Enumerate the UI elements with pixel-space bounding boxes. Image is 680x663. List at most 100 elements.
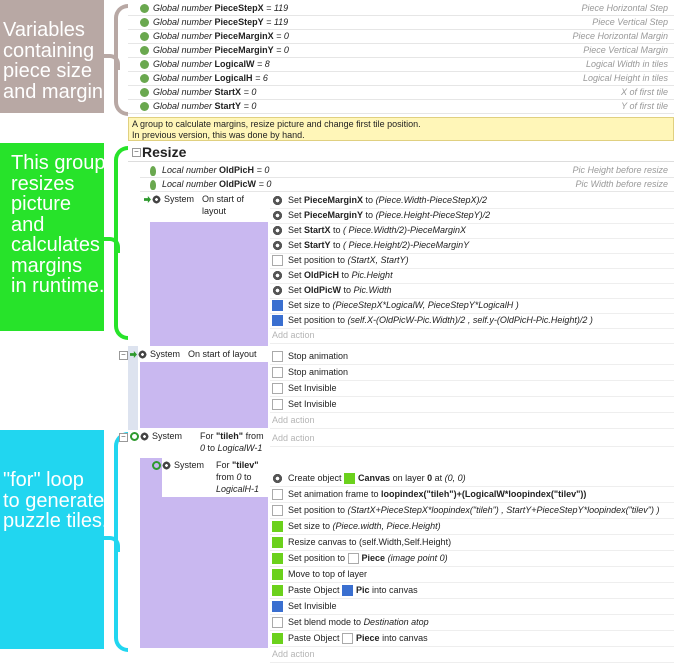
system-gear-icon bbox=[162, 461, 171, 470]
action-row[interactable]: Set size to (PieceStepX*LogicalW, PieceS… bbox=[270, 298, 674, 314]
annotation-line: Variables bbox=[3, 19, 85, 41]
add-action-link[interactable]: Add action bbox=[270, 412, 674, 429]
action-row[interactable]: Set PieceMarginX to (Piece.Width-PieceSt… bbox=[270, 193, 674, 209]
action-row[interactable]: Paste Object Pic into canvas bbox=[270, 582, 674, 599]
variable-declaration: Global number PieceStepY = 119 bbox=[153, 17, 289, 27]
action-text: Paste Object Piece into canvas bbox=[288, 633, 428, 645]
action-row[interactable]: Set Invisible bbox=[270, 598, 674, 615]
action-row[interactable]: Stop animation bbox=[270, 364, 674, 381]
system-gear-icon bbox=[272, 240, 283, 251]
global-variable-icon bbox=[140, 60, 149, 69]
action-row[interactable]: Set position to (StartX, StartY) bbox=[270, 253, 674, 269]
system-gear-icon bbox=[272, 472, 283, 484]
event1-condition[interactable]: System On start of layout bbox=[142, 193, 268, 221]
action-text: Set position to (StartX+PieceStepX*loopi… bbox=[288, 505, 660, 515]
action-text: Create object Canvas on layer 0 at (0, 0… bbox=[288, 473, 466, 485]
group-header-resize[interactable]: – Resize bbox=[128, 143, 674, 162]
action-row[interactable]: Set OldPicH to Pic.Height bbox=[270, 268, 674, 284]
action-row[interactable]: Paste Object Piece into canvas bbox=[270, 630, 674, 647]
variable-comment: Pic Height before resize bbox=[572, 165, 668, 175]
action-row[interactable]: Set animation frame to loopindex("tileh"… bbox=[270, 486, 674, 503]
event3-condition-column bbox=[140, 458, 162, 648]
subevent-icon bbox=[130, 432, 139, 441]
action-row[interactable]: Set Invisible bbox=[270, 380, 674, 397]
variable-declaration: Local number OldPicW = 0 bbox=[162, 179, 272, 189]
action-row[interactable]: Set blend mode to Destination atop bbox=[270, 614, 674, 631]
trigger-arrow-icon bbox=[130, 351, 137, 358]
variable-declaration: Local number OldPicH = 0 bbox=[162, 165, 270, 175]
variable-comment: Pic Width before resize bbox=[575, 179, 668, 189]
action-row[interactable]: Set position to (StartX+PieceStepX*loopi… bbox=[270, 502, 674, 519]
action-text: Stop animation bbox=[288, 351, 349, 361]
action-row[interactable]: Set position to (self.X-(OldPicW-Pic.Wid… bbox=[270, 313, 674, 329]
subevent-icon bbox=[152, 461, 161, 470]
event2-condition[interactable]: – System On start of layout bbox=[118, 348, 268, 362]
comment-line: In previous version, this was done by ha… bbox=[132, 130, 305, 140]
system-gear-icon bbox=[138, 350, 147, 359]
annotation-line: resizes bbox=[11, 172, 75, 195]
action-row[interactable]: Resize canvas to (self.Width,Self.Height… bbox=[270, 534, 674, 551]
action-row[interactable]: Move to top of layer bbox=[270, 566, 674, 583]
add-action-link[interactable]: Add action bbox=[270, 430, 674, 447]
global-variable-icon bbox=[140, 74, 149, 83]
action-text: Paste Object Pic into canvas bbox=[288, 585, 418, 597]
condition-object: System bbox=[174, 460, 205, 470]
event4-condition[interactable]: System For "tilev" from 0 to LogicalH-1 bbox=[150, 459, 268, 497]
annotation-line: calculates bbox=[11, 234, 100, 256]
collapse-toggle[interactable]: – bbox=[119, 433, 128, 442]
action-row[interactable]: Set size to (Piece.width, Piece.Height) bbox=[270, 518, 674, 535]
add-action-link[interactable]: Add action bbox=[270, 328, 674, 344]
annotation-loop: "for" loop to generate puzzle tiles. bbox=[0, 430, 108, 649]
event2-condition-column bbox=[140, 362, 268, 428]
collapse-toggle[interactable]: – bbox=[132, 148, 141, 157]
action-text: Set position to (StartX, StartY) bbox=[288, 255, 409, 265]
canvas-object-icon bbox=[272, 632, 283, 644]
system-gear-icon bbox=[272, 285, 283, 296]
action-row[interactable]: Set position to Piece (image point 0) bbox=[270, 550, 674, 567]
condition-text: On start of layout bbox=[202, 194, 245, 216]
event3-condition[interactable]: – System For "tileh" from 0 to LogicalW-… bbox=[118, 430, 270, 458]
action-row[interactable]: Set Invisible bbox=[270, 396, 674, 413]
annotation-resize: This group resizes picture and calculate… bbox=[0, 143, 106, 331]
action-text: Set size to (Piece.width, Piece.Height) bbox=[288, 521, 441, 531]
variable-comment: X of first tile bbox=[620, 87, 668, 97]
canvas-object-icon bbox=[272, 520, 283, 532]
global-variable-icon bbox=[140, 32, 149, 41]
action-row[interactable]: Set StartX to ( Piece.Width/2)-PieceMarg… bbox=[270, 223, 674, 239]
variable-declaration: Global number PieceMarginY = 0 bbox=[153, 45, 289, 55]
canvas-object-icon bbox=[272, 584, 283, 596]
sprite-object-icon bbox=[272, 382, 283, 394]
canvas-object-icon bbox=[272, 568, 283, 580]
action-row[interactable]: Set StartY to ( Piece.Height/2)-PieceMar… bbox=[270, 238, 674, 254]
condition-text: On start of layout bbox=[188, 349, 257, 359]
variable-comment: Piece Horizontal Step bbox=[581, 3, 668, 13]
annotation-line: and margin. bbox=[3, 80, 109, 103]
variable-comment: Piece Horizontal Margin bbox=[572, 31, 668, 41]
add-action-label: Add action bbox=[272, 330, 315, 340]
action-row[interactable]: Set PieceMarginY to (Piece.Height-PieceS… bbox=[270, 208, 674, 224]
local-variable-row[interactable]: Local number OldPicW = 0 Pic Width before… bbox=[140, 178, 674, 192]
action-text: Resize canvas to (self.Width,Self.Height… bbox=[288, 537, 452, 547]
event-comment[interactable]: A group to calculate margins, resize pic… bbox=[128, 117, 674, 141]
variable-comment: Logical Height in tiles bbox=[582, 73, 668, 83]
local-variable-row[interactable]: Local number OldPicH = 0 Pic Height befor… bbox=[140, 164, 674, 178]
action-text: Set OldPicW to Pic.Width bbox=[288, 285, 392, 295]
action-text: Set Invisible bbox=[288, 601, 337, 611]
action-row[interactable]: Set OldPicW to Pic.Width bbox=[270, 283, 674, 299]
action-row[interactable]: Create object Canvas on layer 0 at (0, 0… bbox=[270, 470, 674, 487]
action-row[interactable]: Stop animation bbox=[270, 348, 674, 365]
action-text: Stop animation bbox=[288, 367, 349, 377]
collapse-toggle[interactable]: – bbox=[119, 351, 128, 360]
trigger-arrow-icon bbox=[144, 196, 151, 203]
annotation-variables: Variables containing piece size and marg… bbox=[0, 0, 109, 113]
annotation-line: to generate bbox=[3, 489, 105, 512]
action-text: Set PieceMarginY to (Piece.Height-PieceS… bbox=[288, 210, 491, 220]
